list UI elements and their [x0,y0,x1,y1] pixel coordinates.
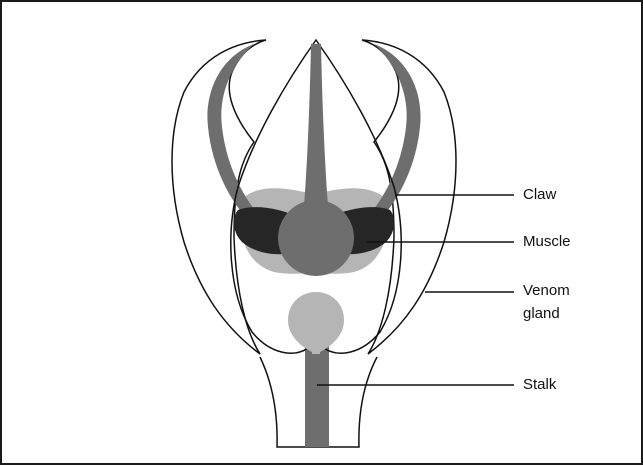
muscle-label: Muscle [523,232,571,252]
central-muscle [278,200,354,276]
stalk-label: Stalk [523,375,556,395]
stalk-core [305,344,329,447]
venom-gland-label-line1: Venom [523,281,570,301]
claw-label: Claw [523,185,556,205]
venom-gland-label-line2: gland [523,304,560,324]
